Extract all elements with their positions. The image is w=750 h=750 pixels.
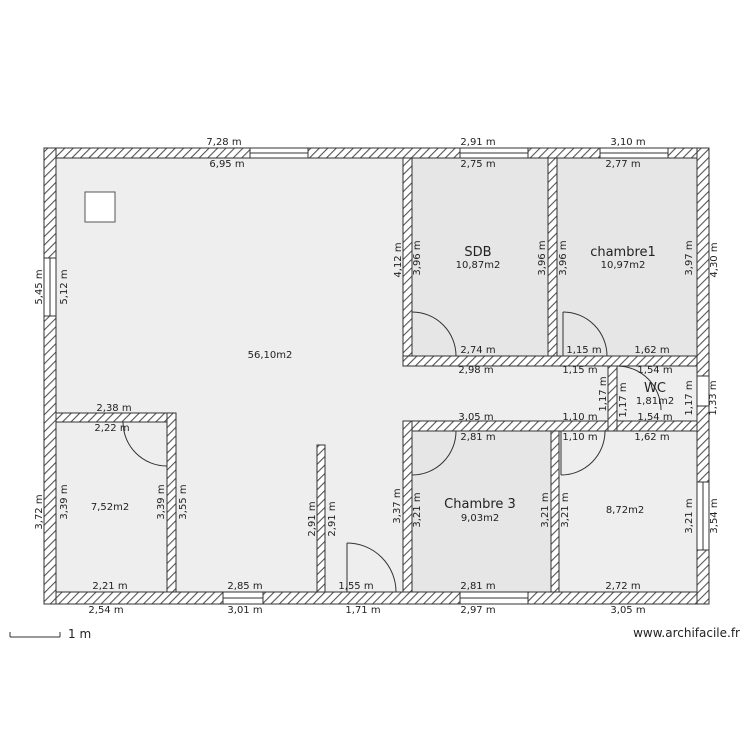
scale-label: 1 m: [68, 627, 91, 641]
dim-corridor-top: 1,15 m: [562, 365, 597, 376]
dim-sdb-bottom-inner: 2,74 m: [460, 345, 495, 356]
watermark-text: www.archifacile.fr: [633, 626, 740, 640]
chambre-ouest-area: 7,52m2: [91, 502, 129, 513]
dim-wc-top: 1,54 m: [637, 365, 672, 376]
dim-right-outer-top: 4,30 m: [709, 242, 720, 277]
dim-bottom-inner-3: 1,55 m: [338, 581, 373, 592]
dim-right-outer-mid: 1,33 m: [708, 380, 719, 415]
dim-wc-left-1: 1,17 m: [598, 376, 609, 411]
chambre3-name: Chambre 3: [444, 497, 516, 512]
dim-ce-top-right: 1,62 m: [634, 432, 669, 443]
chambre1-area: 10,97m2: [601, 260, 646, 271]
dim-sdb-bottom-outer: 2,98 m: [458, 365, 493, 376]
dim-bottom-outer-2: 3,01 m: [227, 605, 262, 616]
dim-ch3-top-outer: 3,05 m: [458, 412, 493, 423]
dim-top-inner-ch1: 2,77 m: [605, 159, 640, 170]
dim-cw-right-1: 3,39 m: [156, 484, 167, 519]
duct-square: [84, 191, 116, 223]
dim-ch3-left: 3,37 m: [392, 488, 403, 523]
dim-top-outer-left: 7,28 m: [206, 137, 241, 148]
dim-sdb-left-outer: 4,12 m: [393, 242, 404, 277]
dim-top-inner-left: 6,95 m: [209, 159, 244, 170]
dim-wc-bottom: 1,54 m: [637, 412, 672, 423]
dim-cw-right-2: 3,55 m: [178, 484, 189, 519]
dim-ce-right-outer: 3,54 m: [709, 498, 720, 533]
dim-ch3-left-inner: 3,21 m: [412, 492, 423, 527]
dim-wc-right: 1,17 m: [684, 380, 695, 415]
dim-left-inner-top: 5,12 m: [59, 269, 70, 304]
windows: [43, 147, 710, 605]
dim-ce-left: 3,21 m: [560, 492, 571, 527]
dim-ch1-bottom-right: 1,62 m: [634, 345, 669, 356]
sdb-name: SDB: [464, 245, 491, 260]
sdb-area: 10,87m2: [456, 260, 501, 271]
dim-ch1-left: 3,96 m: [558, 240, 569, 275]
dim-bottom-inner-2: 2,85 m: [227, 581, 262, 592]
dim-bottom-outer-1: 2,54 m: [88, 605, 123, 616]
dim-top-outer-ch1: 3,10 m: [610, 137, 645, 148]
dim-sdb-left-inner: 3,96 m: [412, 240, 423, 275]
floor-chambre3: [412, 431, 551, 592]
dim-ch1-bottom-left: 1,15 m: [566, 345, 601, 356]
floor-wc: [617, 366, 697, 421]
dim-partition-right: 2,91 m: [327, 501, 338, 536]
interior-walls: [55, 157, 698, 593]
dim-partition-left: 2,91 m: [307, 501, 318, 536]
dim-cw-top-outer: 2,38 m: [96, 403, 131, 414]
doors: [122, 311, 662, 593]
dim-cw-bottom-inner: 2,21 m: [92, 581, 127, 592]
dim-ch1-right: 3,97 m: [684, 240, 695, 275]
dim-top-outer-sdb: 2,91 m: [460, 137, 495, 148]
wc-area: 1,81m2: [636, 396, 674, 407]
salon-area: 56,10m2: [248, 350, 293, 361]
dim-bottom-outer-3: 1,71 m: [345, 605, 380, 616]
dim-left-outer-bottom: 3,72 m: [34, 494, 45, 529]
dim-ch3-right: 3,21 m: [540, 492, 551, 527]
dim-ce-bottom-inner: 2,72 m: [605, 581, 640, 592]
floor-chambre1: [557, 158, 697, 356]
dimensions-vertical: 5,45 m 5,12 m 3,72 m 3,39 m 4,12 m 3,96 …: [34, 240, 720, 536]
dim-top-inner-sdb: 2,75 m: [460, 159, 495, 170]
dim-ch3-bottom-inner: 2,81 m: [460, 581, 495, 592]
dim-corridor-bottom: 1,10 m: [562, 412, 597, 423]
dim-left-inner-bottom: 3,39 m: [59, 484, 70, 519]
floor-chambre-est: [559, 431, 697, 592]
chambre3-area: 9,03m2: [461, 513, 499, 524]
dim-ce-bottom-outer: 3,05 m: [610, 605, 645, 616]
dim-sdb-right: 3,96 m: [537, 240, 548, 275]
dim-ch3-top-inner: 2,81 m: [460, 432, 495, 443]
dim-ce-top-left: 1,10 m: [562, 432, 597, 443]
chambre1-name: chambre1: [590, 245, 656, 260]
chambre-est-area: 8,72m2: [606, 505, 644, 516]
dim-ch3-bottom-outer: 2,97 m: [460, 605, 495, 616]
dim-cw-top-inner: 2,22 m: [94, 423, 129, 434]
dim-ce-right-inner: 3,21 m: [684, 498, 695, 533]
dim-left-outer-top: 5,45 m: [34, 269, 45, 304]
scale-bar: 1 m: [9, 627, 91, 641]
dimensions-horizontal: 7,28 m 6,95 m 2,91 m 2,75 m 3,10 m 2,77 …: [88, 137, 672, 616]
floor-sdb: [412, 158, 548, 356]
dim-wc-left-2: 1,17 m: [618, 382, 629, 417]
wc-name: WC: [644, 381, 666, 396]
